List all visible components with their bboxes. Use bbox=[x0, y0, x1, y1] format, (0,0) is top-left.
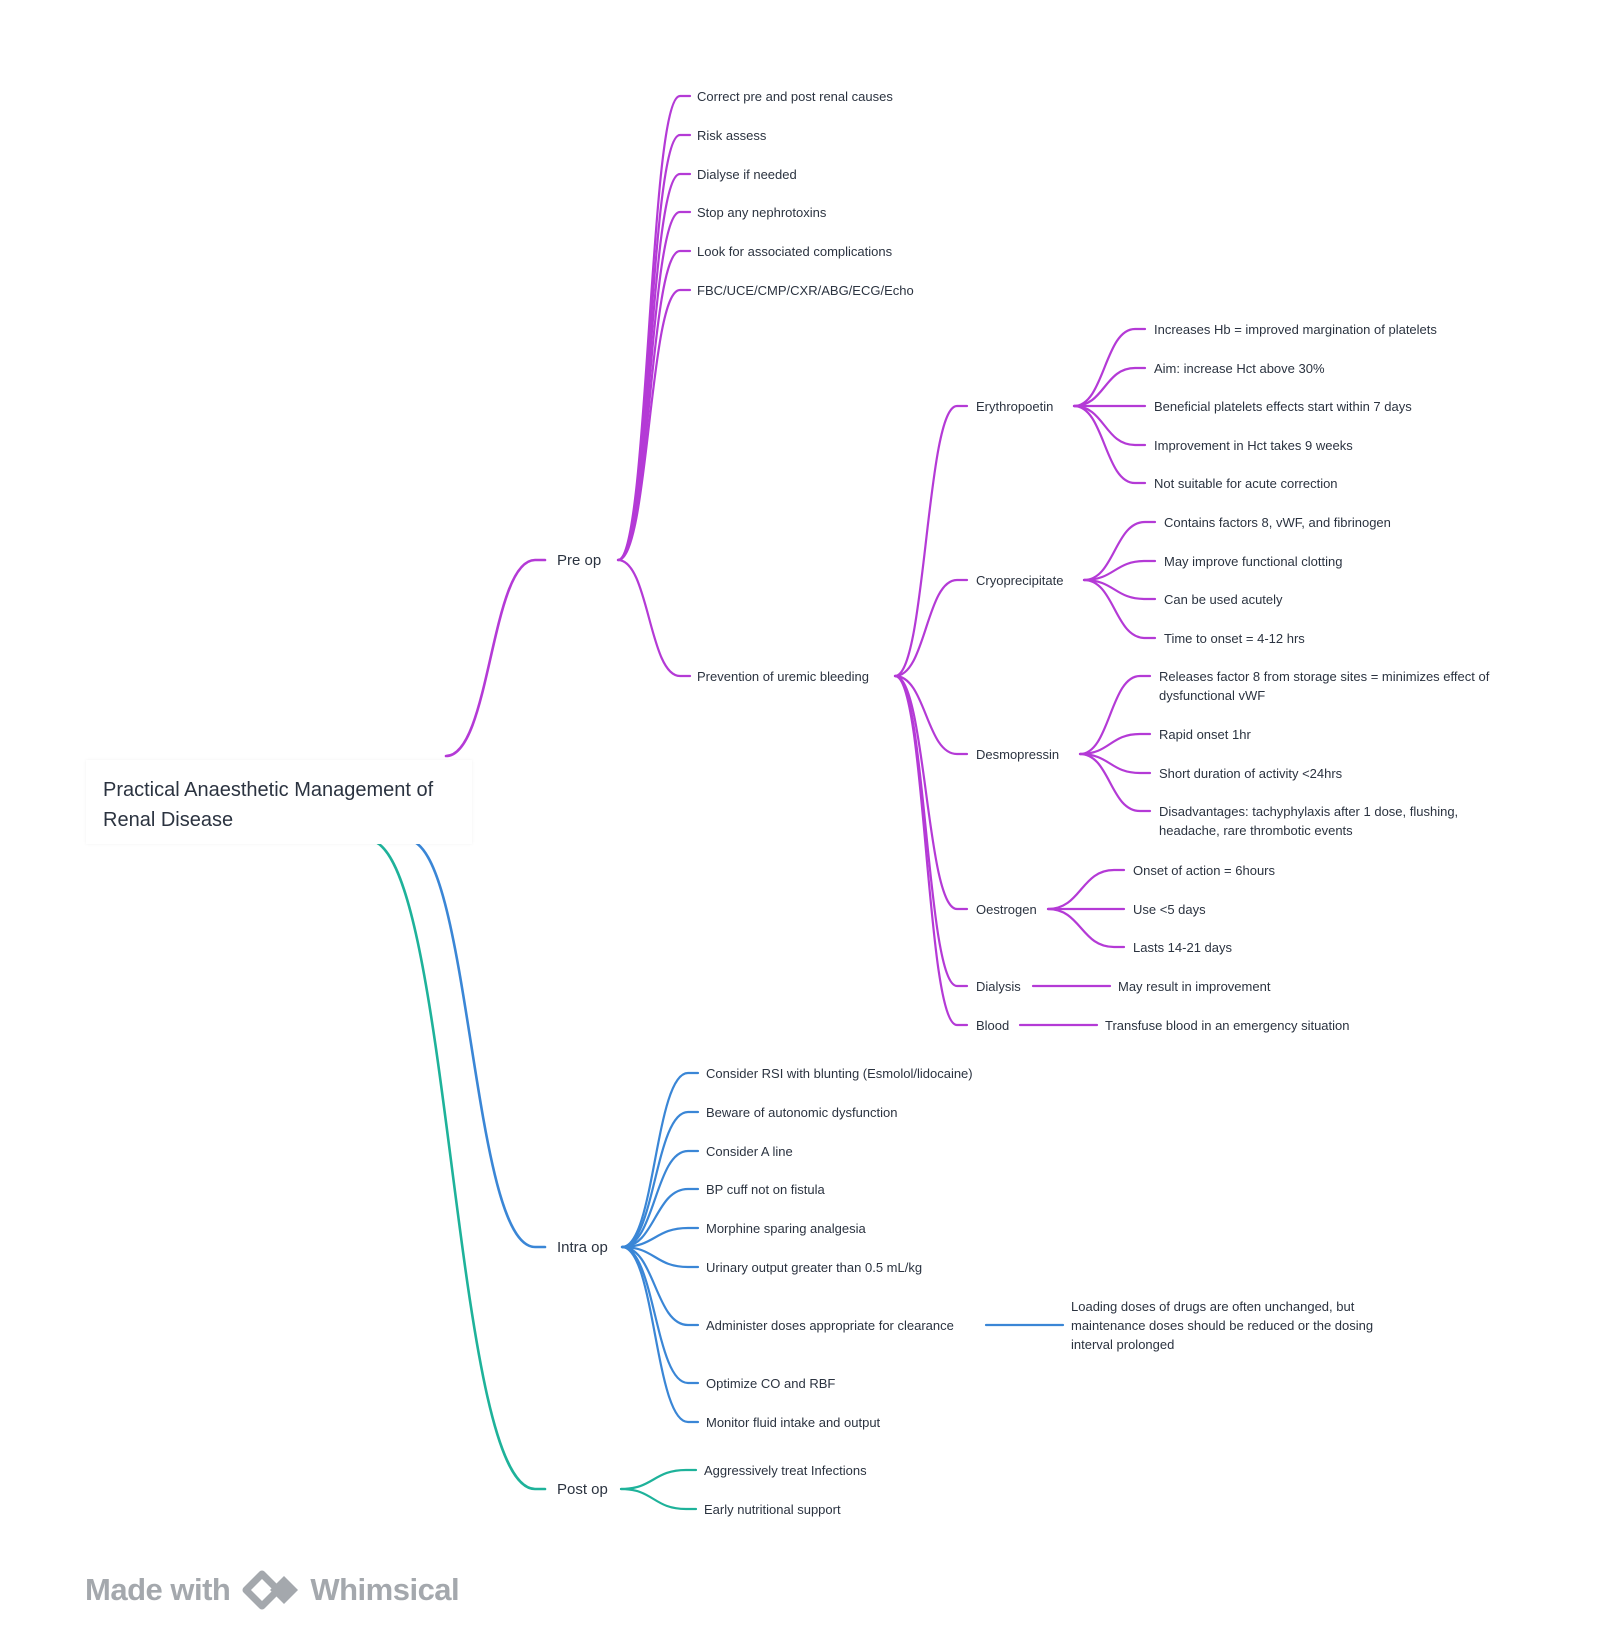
connector-desmo bbox=[1078, 674, 1152, 756]
node-cryoprecipitate[interactable]: Cryoprecipitate bbox=[976, 573, 1064, 588]
desmo-item[interactable]: Disadvantages: tachyphylaxis after 1 dos… bbox=[1159, 804, 1459, 838]
intraop-item[interactable]: Monitor fluid intake and output bbox=[706, 1415, 881, 1430]
preop-item-correct-causes[interactable]: Correct pre and post renal causes bbox=[697, 89, 893, 104]
intraop-clearance-note[interactable]: Loading doses of drugs are often unchang… bbox=[1071, 1299, 1374, 1352]
connector-oestrogen bbox=[1046, 868, 1126, 911]
connector-cryo bbox=[1082, 520, 1157, 582]
postop-item[interactable]: Early nutritional support bbox=[704, 1502, 841, 1517]
connector-prevention bbox=[893, 578, 969, 678]
connector-preop bbox=[616, 133, 692, 562]
blood-item[interactable]: Transfuse blood in an emergency situatio… bbox=[1105, 1018, 1350, 1033]
connector-erythropoetin bbox=[1072, 327, 1147, 408]
connector-root-intraop bbox=[405, 838, 547, 1249]
connector-root-postop bbox=[366, 838, 547, 1491]
connector-intraop bbox=[620, 1110, 700, 1249]
connector-intraop bbox=[620, 1245, 700, 1269]
cryo-item[interactable]: Time to onset = 4-12 hrs bbox=[1164, 631, 1305, 646]
connector-intraop bbox=[620, 1245, 700, 1327]
desmo-item[interactable]: Rapid onset 1hr bbox=[1159, 727, 1251, 742]
erythropoetin-item[interactable]: Aim: increase Hct above 30% bbox=[1154, 361, 1325, 376]
connector-prevention bbox=[893, 674, 969, 756]
preop-prevention-uremic-bleeding[interactable]: Prevention of uremic bleeding bbox=[697, 669, 869, 684]
erythropoetin-item[interactable]: Beneficial platelets effects start withi… bbox=[1154, 399, 1412, 414]
branch-intraop[interactable]: Intra op bbox=[557, 1239, 608, 1256]
connector-cryo bbox=[1082, 578, 1157, 601]
made-with-text: Made with bbox=[85, 1572, 231, 1607]
connector-prevention bbox=[893, 404, 969, 678]
cryo-item[interactable]: Contains factors 8, vWF, and fibrinogen bbox=[1164, 515, 1391, 530]
dialysis-item[interactable]: May result in improvement bbox=[1118, 979, 1271, 994]
connector-intraop bbox=[620, 1071, 700, 1249]
node-oestrogen[interactable]: Oestrogen bbox=[976, 902, 1037, 917]
erythropoetin-item[interactable]: Not suitable for acute correction bbox=[1154, 476, 1338, 491]
connector-erythropoetin bbox=[1072, 404, 1147, 447]
oestrogen-item[interactable]: Onset of action = 6hours bbox=[1133, 863, 1276, 878]
connector-intraop bbox=[620, 1149, 700, 1249]
connector-oestrogen bbox=[1046, 907, 1126, 949]
node-erythropoetin[interactable]: Erythropoetin bbox=[976, 399, 1054, 414]
intraop-item-clearance[interactable]: Administer doses appropriate for clearan… bbox=[706, 1318, 954, 1333]
cryo-item[interactable]: Can be used acutely bbox=[1164, 592, 1283, 607]
node-desmopressin[interactable]: Desmopressin bbox=[976, 747, 1060, 762]
erythropoetin-item[interactable]: Increases Hb = improved margination of p… bbox=[1154, 322, 1437, 337]
connector-desmo bbox=[1078, 752, 1152, 775]
oestrogen-item[interactable]: Use <5 days bbox=[1133, 902, 1206, 917]
connector-intraop bbox=[620, 1245, 700, 1424]
intraop-item[interactable]: Consider A line bbox=[706, 1144, 793, 1159]
preop-item-dialyse[interactable]: Dialyse if needed bbox=[697, 167, 797, 182]
connector-desmo bbox=[1078, 752, 1152, 813]
desmo-item[interactable]: Releases factor 8 from storage sites = m… bbox=[1159, 669, 1490, 703]
preop-item-complications[interactable]: Look for associated complications bbox=[697, 244, 893, 259]
root-node[interactable] bbox=[86, 760, 472, 844]
intraop-item[interactable]: Consider RSI with blunting (Esmolol/lido… bbox=[706, 1066, 973, 1081]
node-blood[interactable]: Blood bbox=[976, 1018, 1010, 1033]
connector-intraop bbox=[620, 1226, 700, 1249]
connector-preop bbox=[616, 288, 692, 562]
connector-prevention bbox=[893, 674, 969, 1027]
branch-preop[interactable]: Pre op bbox=[557, 552, 602, 569]
intraop-item[interactable]: Beware of autonomic dysfunction bbox=[706, 1105, 898, 1120]
preop-item-risk-assess[interactable]: Risk assess bbox=[697, 128, 767, 143]
intraop-item[interactable]: Urinary output greater than 0.5 mL/kg bbox=[706, 1260, 923, 1275]
erythropoetin-item[interactable]: Improvement in Hct takes 9 weeks bbox=[1154, 438, 1353, 453]
connector-preop bbox=[616, 558, 692, 678]
connector-intraop bbox=[620, 1245, 700, 1385]
connector-root-preop bbox=[444, 558, 547, 758]
connector-postop bbox=[619, 1487, 698, 1511]
root-title: Practical Anaesthetic Management of Rena… bbox=[103, 779, 434, 831]
whimsical-logo-icon bbox=[242, 1570, 299, 1610]
connector-erythropoetin bbox=[1072, 404, 1147, 485]
connector-desmo bbox=[1078, 732, 1152, 756]
preop-item-investigations[interactable]: FBC/UCE/CMP/CXR/ABG/ECG/Echo bbox=[697, 283, 914, 298]
intraop-item[interactable]: BP cuff not on fistula bbox=[706, 1182, 825, 1197]
connector-intraop bbox=[620, 1187, 700, 1249]
connector-prevention bbox=[893, 674, 969, 911]
preop-item-nephrotoxins[interactable]: Stop any nephrotoxins bbox=[697, 205, 827, 220]
node-dialysis[interactable]: Dialysis bbox=[976, 979, 1021, 994]
intraop-item[interactable]: Morphine sparing analgesia bbox=[706, 1221, 866, 1236]
postop-item[interactable]: Aggressively treat Infections bbox=[704, 1463, 867, 1478]
intraop-item[interactable]: Optimize CO and RBF bbox=[706, 1376, 836, 1391]
cryo-item[interactable]: May improve functional clotting bbox=[1164, 554, 1343, 569]
branch-postop[interactable]: Post op bbox=[557, 1481, 608, 1498]
made-with-whimsical[interactable]: Made with Whimsical bbox=[85, 1566, 460, 1614]
connector-erythropoetin bbox=[1072, 366, 1147, 408]
desmo-item[interactable]: Short duration of activity <24hrs bbox=[1159, 766, 1343, 781]
connector-cryo bbox=[1082, 559, 1157, 582]
connector-postop bbox=[619, 1468, 698, 1491]
connector-cryo bbox=[1082, 578, 1157, 640]
whimsical-text: Whimsical bbox=[310, 1572, 460, 1607]
oestrogen-item[interactable]: Lasts 14-21 days bbox=[1133, 940, 1233, 955]
